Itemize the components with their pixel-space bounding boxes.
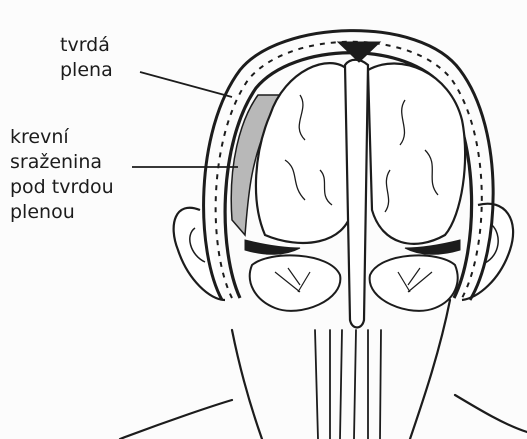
dura-mater-label: tvrdá plena <box>60 33 113 83</box>
dura-label-line-2: plena <box>60 58 113 83</box>
subdural-clot-label: krevní sraženina pod tvrdou plenou <box>10 125 114 225</box>
neck-and-shoulders <box>120 300 527 439</box>
label-leader-lines <box>132 72 238 167</box>
dura-label-line-1: tvrdá <box>60 33 113 58</box>
clot-label-line-2: sraženina <box>10 150 114 175</box>
clot-label-line-4: plenou <box>10 200 114 225</box>
clot-label-line-3: pod tvrdou <box>10 175 114 200</box>
clot-label-line-1: krevní <box>10 125 114 150</box>
